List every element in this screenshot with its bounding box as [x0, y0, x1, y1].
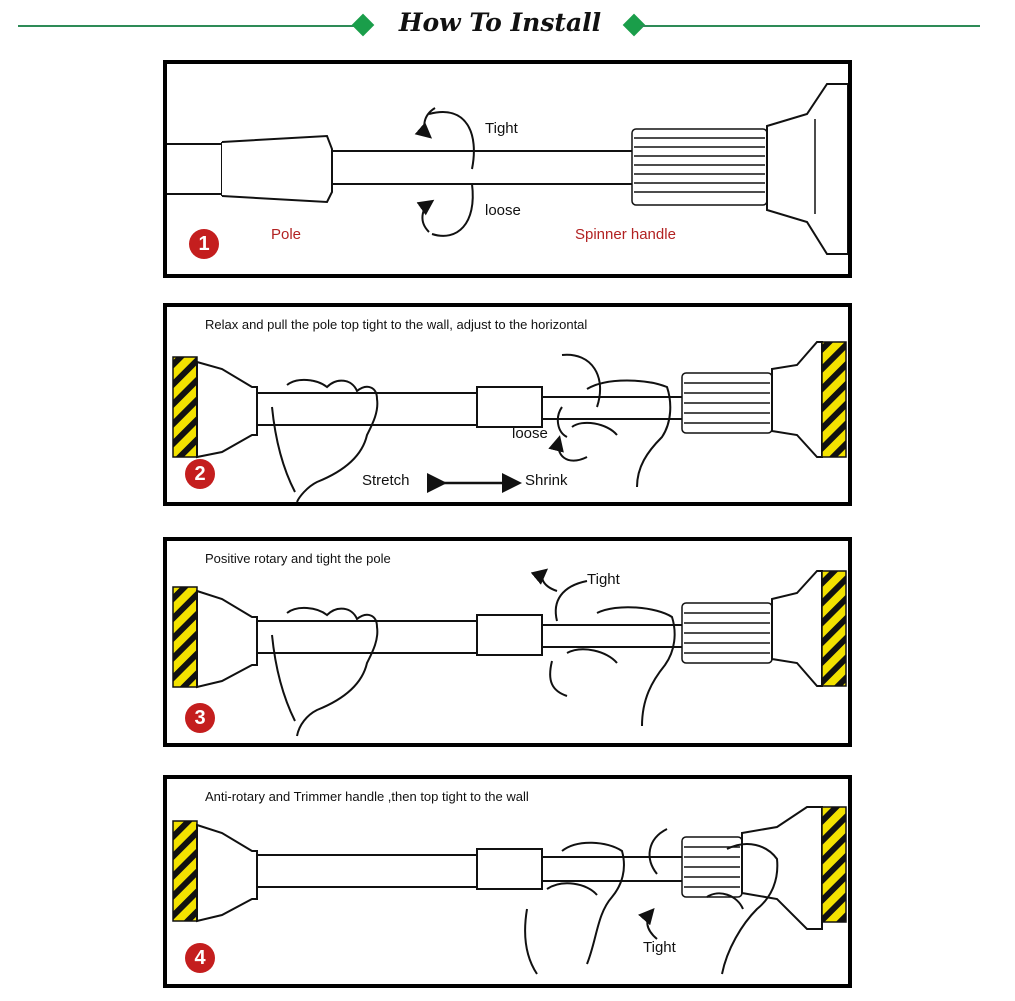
step-caption: Positive rotary and tight the pole	[205, 551, 391, 566]
stretch-label: Stretch	[362, 472, 410, 489]
step-2-panel: Relax and pull the pole top tight to the…	[163, 303, 852, 506]
page-title: How To Install	[398, 8, 602, 37]
step-3-panel: Positive rotary and tight the pole Tight…	[163, 537, 852, 747]
step-number-badge: 3	[185, 703, 215, 733]
step-number-badge: 1	[189, 229, 219, 259]
tight-label: Tight	[643, 939, 676, 956]
step-caption: Relax and pull the pole top tight to the…	[205, 317, 588, 332]
tight-label: Tight	[485, 120, 518, 137]
loose-label: loose	[485, 202, 521, 219]
step-2-illustration	[172, 341, 847, 502]
header-rule-right	[640, 25, 980, 27]
step-number-badge: 2	[185, 459, 215, 489]
step-1-illustration	[167, 83, 848, 255]
step-4-panel: Anti-rotary and Trimmer handle ,then top…	[163, 775, 852, 988]
shrink-label: Shrink	[525, 472, 568, 489]
diamond-icon	[351, 13, 375, 37]
spinner-handle-label: Spinner handle	[575, 226, 676, 243]
tight-label: Tight	[587, 571, 620, 588]
step-1-panel: Tight loose Pole Spinner handle 1	[163, 60, 852, 278]
step-caption: Anti-rotary and Trimmer handle ,then top…	[205, 789, 529, 804]
pole-label: Pole	[271, 226, 302, 243]
step-number-badge: 4	[185, 943, 215, 973]
header: How To Install	[0, 0, 1015, 60]
loose-label: loose	[512, 425, 548, 442]
step-4-illustration	[172, 806, 847, 975]
header-rule-left	[18, 25, 358, 27]
step-3-illustration	[172, 568, 847, 737]
